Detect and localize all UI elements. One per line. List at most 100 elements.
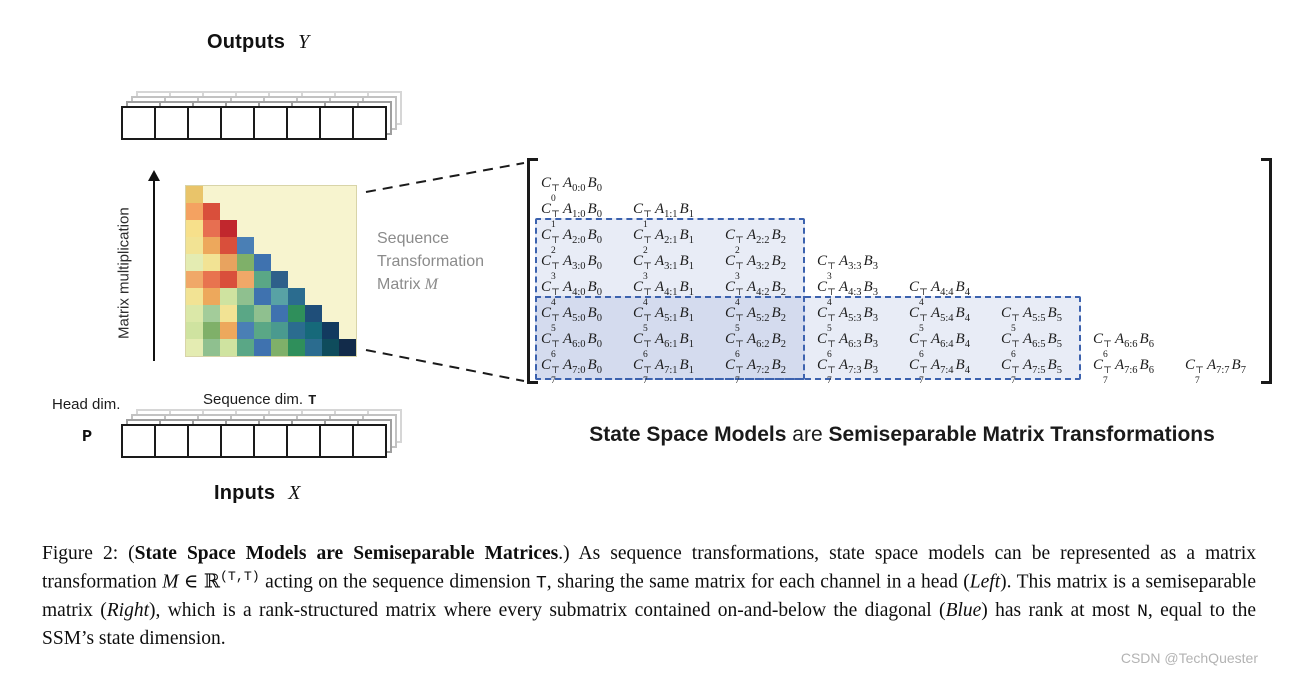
- heatmap-cell: [339, 254, 356, 271]
- heatmap-cell: [254, 254, 271, 271]
- figure-caption: Figure 2: (State Space Models are Semise…: [42, 540, 1256, 653]
- heatmap-cell: [237, 271, 254, 288]
- heatmap-cell: [237, 339, 254, 356]
- zoom-connector-bottom: [365, 349, 525, 382]
- text-segment: are: [786, 423, 829, 446]
- text-segment: State Space Models are Semiseparable Mat…: [134, 543, 559, 564]
- heatmap-cell: [288, 186, 305, 203]
- heatmap-cell: [271, 322, 288, 339]
- text-segment: Blue: [945, 599, 982, 621]
- text-segment: Left: [969, 571, 1001, 593]
- heatmap-cell: [322, 305, 339, 322]
- heatmap-cell: [339, 305, 356, 322]
- heatmap-cell: [203, 254, 220, 271]
- heatmap-cell: [339, 288, 356, 305]
- text-segment: ), which is a rank-structured matrix whe…: [148, 599, 946, 621]
- tensor-cell: [220, 424, 255, 458]
- heatmap-cell: [237, 288, 254, 305]
- heatmap-cell: [339, 339, 356, 356]
- text-segment: , equal to the SSM’s state dimension.: [42, 599, 1256, 650]
- heatmap-cell: [288, 203, 305, 220]
- heatmap-cell: [339, 271, 356, 288]
- tensor-cell: [121, 106, 156, 140]
- heatmap-cell: [288, 237, 305, 254]
- heatmap-cell: [237, 254, 254, 271]
- heatmap-cell: [254, 322, 271, 339]
- tensor-cell: [187, 424, 222, 458]
- heatmap-cell: [339, 322, 356, 339]
- heatmap-cell: [322, 186, 339, 203]
- tensor-cell: [154, 424, 189, 458]
- heatmap-cell: [203, 339, 220, 356]
- heatmap-cell: [305, 339, 322, 356]
- heatmap-cell: [220, 254, 237, 271]
- heatmap-cell: [271, 254, 288, 271]
- tensor-layer-front: [121, 424, 387, 458]
- heatmap-cell: [220, 322, 237, 339]
- heatmap-cell: [322, 203, 339, 220]
- heatmap-cell: [305, 288, 322, 305]
- heatmap-cell: [322, 237, 339, 254]
- heatmap-cell: [305, 305, 322, 322]
- tensor-cell: [154, 106, 189, 140]
- heatmap-cell: [322, 288, 339, 305]
- heatmap-cell: [271, 186, 288, 203]
- heatmap-cell: [237, 220, 254, 237]
- text-segment: .) As sequence transformations, state sp…: [42, 543, 1256, 593]
- heatmap-cell: [220, 288, 237, 305]
- tensor-cell: [253, 424, 288, 458]
- text-segment: Right: [106, 599, 149, 621]
- heatmap-cell: [339, 186, 356, 203]
- heatmap-cell: [305, 322, 322, 339]
- heatmap-cell: [186, 322, 203, 339]
- heatmap-cell: [203, 220, 220, 237]
- heatmap-cell: [322, 220, 339, 237]
- heatmap-cell: [254, 220, 271, 237]
- tensor-cell: [286, 424, 321, 458]
- heatmap-cell: [288, 322, 305, 339]
- heatmap-cell: [186, 271, 203, 288]
- heatmap-cell: [288, 254, 305, 271]
- tensor-cell: [220, 106, 255, 140]
- heatmap-cell: [271, 271, 288, 288]
- arrow-head-icon: [148, 170, 160, 181]
- text-segment: , sharing the same matrix for each chann…: [546, 571, 970, 593]
- matrix-bracket-right: [1261, 158, 1272, 384]
- heatmap-cell: [186, 237, 203, 254]
- heatmap-cell: [203, 288, 220, 305]
- heatmap-cell: [271, 339, 288, 356]
- heatmap-cell: [271, 305, 288, 322]
- heatmap-cell: [254, 305, 271, 322]
- heatmap-cell: [186, 254, 203, 271]
- heatmap-cell: [254, 186, 271, 203]
- heatmap-cell: [322, 254, 339, 271]
- rank-submatrix-highlight: [535, 296, 1081, 380]
- headline: State Space Models are Semiseparable Mat…: [534, 423, 1270, 447]
- text-segment: T: [536, 573, 547, 594]
- heatmap-cell: [288, 220, 305, 237]
- heatmap-cell: [203, 322, 220, 339]
- inputs-variable: X: [288, 482, 301, 504]
- heatmap-cell: [237, 237, 254, 254]
